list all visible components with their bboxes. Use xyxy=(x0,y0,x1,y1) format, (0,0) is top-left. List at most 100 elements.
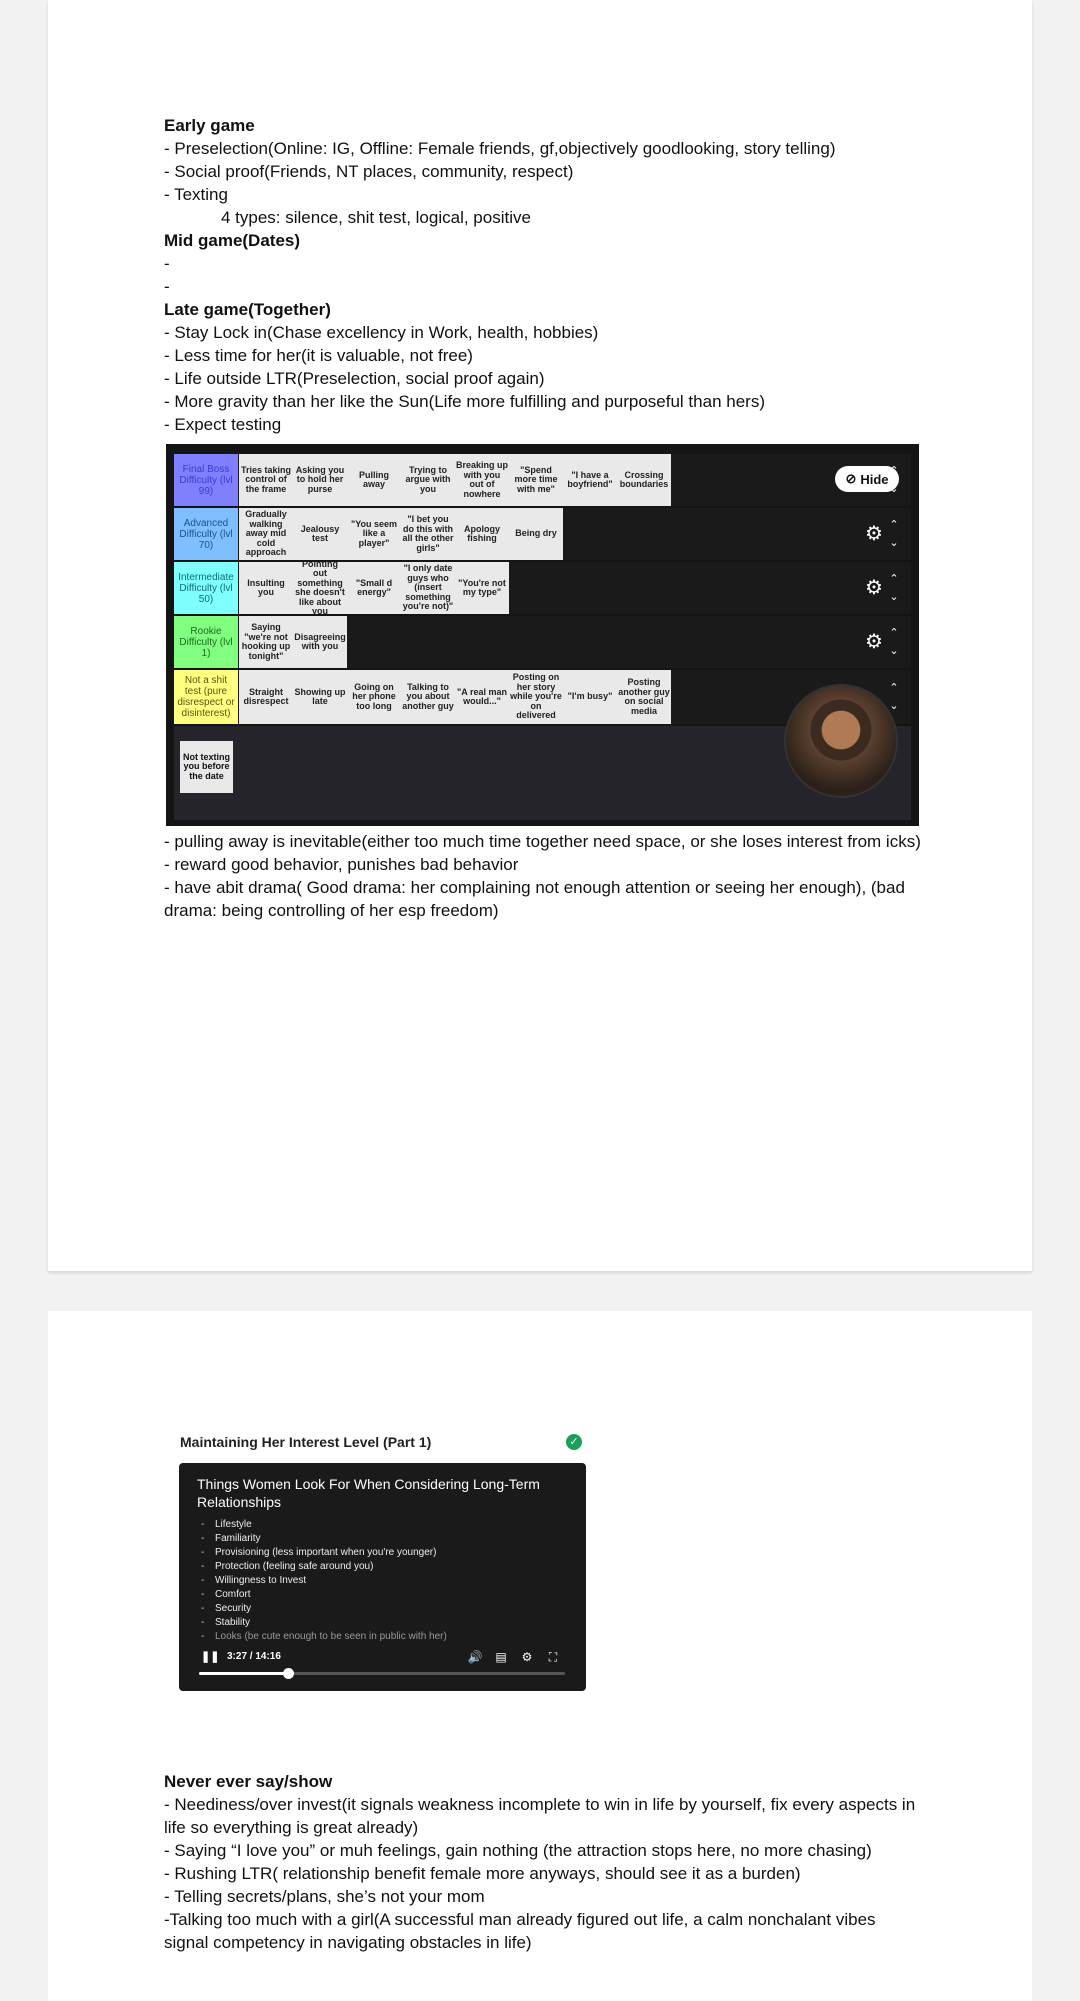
chevron-up-icon[interactable]: ⌃ xyxy=(889,573,899,585)
tier-card[interactable]: Gradually walking away mid cold approach xyxy=(245,509,287,558)
chevron-down-icon[interactable]: ⌄ xyxy=(889,537,899,549)
chevron-down-icon[interactable]: ⌄ xyxy=(889,645,899,657)
progress-handle[interactable] xyxy=(282,1668,294,1679)
slide-bullet-list: LifestyleFamiliarityProvisioning (less i… xyxy=(201,1518,447,1644)
tier-card[interactable]: Showing up late xyxy=(294,686,346,706)
tier-card[interactable]: Jealousy test xyxy=(300,523,340,543)
tier-card[interactable]: Apology fishing xyxy=(464,523,500,543)
slide-bullet: Familiarity xyxy=(201,1532,447,1546)
tier-card[interactable]: "I only date guys who (insert something … xyxy=(402,563,454,612)
tier-card[interactable]: Pulling away xyxy=(359,469,389,489)
tier-card[interactable]: "You're not my type" xyxy=(458,577,506,597)
chevron-up-icon[interactable]: ⌃ xyxy=(889,627,899,639)
tier-card[interactable]: Asking you to hold her purse xyxy=(295,464,345,494)
progress-track[interactable] xyxy=(199,1668,565,1679)
tier-card[interactable]: Tries taking control of the frame xyxy=(240,464,292,494)
slide-bullet: Provisioning (less important when you're… xyxy=(201,1546,447,1560)
note-line: - Neediness/over invest(it signals weakn… xyxy=(164,1795,920,1837)
section-heading: Early game xyxy=(164,116,255,135)
slide-bullet: Comfort xyxy=(201,1588,447,1602)
tier-card[interactable]: "You seem like a player" xyxy=(350,518,398,548)
pause-icon[interactable]: ❚❚ xyxy=(201,1651,220,1663)
captions-icon[interactable]: ▤ xyxy=(495,1650,507,1664)
tier-card[interactable]: Posting on her story while you're on del… xyxy=(510,672,562,721)
tier-row: Advanced Difficulty (lvl 70)Gradually wa… xyxy=(174,508,911,560)
tier-card[interactable]: "I bet you do this with all the other gi… xyxy=(402,514,454,553)
tier-row-controls: ⚙ ⌃ ⌄ xyxy=(859,624,905,660)
note-line: - Texting xyxy=(164,185,228,204)
notes-mid-section: - pulling away is inevitable(either too … xyxy=(164,830,924,922)
hide-label: Hide xyxy=(860,471,889,487)
section-heading: Mid game(Dates) xyxy=(164,231,301,250)
tier-card[interactable]: Pointing out something she doesn't like … xyxy=(295,562,345,614)
note-line: - Less time for her(it is valuable, not … xyxy=(164,346,473,365)
tier-row-controls: ⚙ ⌃ ⌄ xyxy=(859,570,905,606)
tier-card[interactable]: Trying to argue with you xyxy=(405,464,451,494)
note-line: - Social proof(Friends, NT places, commu… xyxy=(164,162,574,181)
tier-card[interactable]: "I'm busy" xyxy=(567,691,613,702)
tier-row-controls: ⚙ ⌃ ⌄ xyxy=(859,516,905,552)
tier-row-label: Rookie Difficulty (lvl 1) xyxy=(174,616,238,668)
video-player[interactable]: Things Women Look For When Considering L… xyxy=(179,1463,586,1691)
eye-off-icon: ⊘ xyxy=(845,471,857,486)
presenter-avatar xyxy=(784,684,898,798)
video-time: 3:27 / 14:16 xyxy=(227,1651,281,1662)
chevron-down-icon[interactable]: ⌄ xyxy=(889,700,899,712)
notes-top-section: Early game - Preselection(Online: IG, Off… xyxy=(164,114,924,436)
settings-gear-icon[interactable]: ⚙ xyxy=(521,1650,533,1664)
slide-bullet: Lifestyle xyxy=(201,1518,447,1532)
slide-bullet: Stability xyxy=(201,1616,447,1630)
tier-list-bank-card[interactable]: Not texting you before the date xyxy=(180,741,233,793)
volume-icon[interactable]: 🔊 xyxy=(467,1650,483,1664)
tier-card[interactable]: "I have a boyfriend" xyxy=(567,469,613,489)
tier-row-label: Final Boss Difficulty (lvl 99) xyxy=(174,454,238,506)
note-line: - Preselection(Online: IG, Offline: Fema… xyxy=(164,139,836,158)
chevron-down-icon[interactable]: ⌄ xyxy=(889,591,899,603)
tier-card[interactable]: Going on her phone too long xyxy=(352,681,396,711)
gear-icon[interactable]: ⚙ xyxy=(865,577,883,599)
video-controls: ❚❚ 3:27 / 14:16 🔊 ▤ ⚙ ⛶ xyxy=(179,1638,586,1691)
tier-card[interactable]: Insulting you xyxy=(247,577,285,597)
tier-row: Rookie Difficulty (lvl 1)Saying "we're n… xyxy=(174,616,911,668)
section-heading: Never ever say/show xyxy=(164,1772,333,1791)
tier-list-image: Final Boss Difficulty (lvl 99)Tries taki… xyxy=(166,444,919,826)
tier-card[interactable]: Straight disrespect xyxy=(243,686,289,706)
completed-check-icon: ✓ xyxy=(566,1434,582,1450)
tier-card[interactable]: "A real man would..." xyxy=(457,686,507,706)
tier-row: Not a shit test (pure disrespect or disi… xyxy=(174,670,911,724)
gear-icon[interactable]: ⚙ xyxy=(865,631,883,653)
tier-card[interactable]: Being dry xyxy=(515,528,557,539)
tier-card[interactable]: Talking to you about another guy xyxy=(402,681,454,711)
note-line: - Stay Lock in(Chase excellency in Work,… xyxy=(164,323,599,342)
progress-fill xyxy=(199,1672,288,1675)
slide-bullet: Looks (be cute enough to be seen in publ… xyxy=(201,1630,447,1644)
chevron-up-icon[interactable]: ⌃ xyxy=(889,519,899,531)
tier-card[interactable]: Crossing boundaries xyxy=(619,469,669,489)
video-title: Maintaining Her Interest Level (Part 1) xyxy=(180,1434,432,1450)
tier-row-label: Advanced Difficulty (lvl 70) xyxy=(174,508,238,560)
note-line: - Expect testing xyxy=(164,415,282,434)
note-line: - reward good behavior, punishes bad beh… xyxy=(164,855,519,874)
hide-button[interactable]: ⊘ Hide xyxy=(835,466,899,492)
note-line: - Saying “I love you” or muh feelings, g… xyxy=(164,1841,872,1860)
chevron-up-icon[interactable]: ⌃ xyxy=(889,682,899,694)
tier-card[interactable]: Breaking up with you out of nowhere xyxy=(456,460,509,499)
tier-card[interactable]: Disagreeing with you xyxy=(294,631,346,651)
slide-title: Things Women Look For When Considering L… xyxy=(197,1476,540,1510)
note-line: - Rushing LTR( relationship benefit fema… xyxy=(164,1864,801,1883)
tier-row-controls: ⚙⌃⌄ xyxy=(859,679,905,715)
section-heading: Late game(Together) xyxy=(164,300,331,319)
tier-card[interactable]: Saying "we're not hooking up tonight" xyxy=(241,622,291,661)
fullscreen-icon[interactable]: ⛶ xyxy=(548,1650,558,1664)
tier-row: Final Boss Difficulty (lvl 99)Tries taki… xyxy=(174,454,911,506)
note-line: -Talking too much with a girl(A successf… xyxy=(164,1910,881,1952)
slide-bullet: Protection (feeling safe around you) xyxy=(201,1560,447,1574)
notes-bottom-section: Never ever say/show - Neediness/over inve… xyxy=(164,1770,924,1954)
tier-row-label: Not a shit test (pure disrespect or disi… xyxy=(174,670,238,724)
tier-card[interactable]: Posting another guy on social media xyxy=(618,677,670,716)
note-line: 4 types: silence, shit test, logical, po… xyxy=(221,208,531,227)
slide-bullet: Willingness to Invest xyxy=(201,1574,447,1588)
tier-card[interactable]: "Small d energy" xyxy=(355,577,393,597)
tier-card[interactable]: "Spend more time with me" xyxy=(514,464,558,494)
gear-icon[interactable]: ⚙ xyxy=(865,523,883,545)
